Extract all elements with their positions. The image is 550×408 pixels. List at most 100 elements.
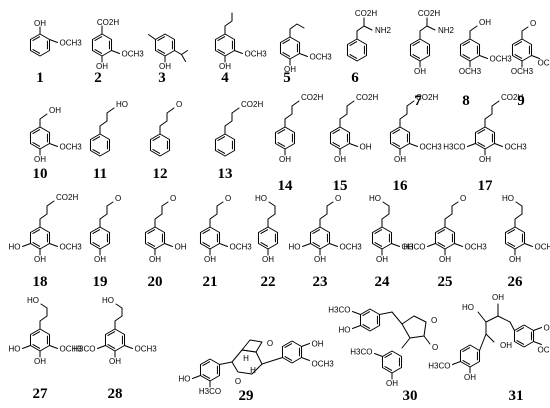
- compound-number: 19: [93, 274, 108, 290]
- atom-label: CO2H: [355, 9, 377, 18]
- atom-label: OH: [544, 324, 550, 333]
- atom-label: OH: [394, 155, 406, 164]
- atom-label: CO2H: [416, 93, 438, 102]
- compound-number: 30: [403, 388, 418, 404]
- atom-label: H3CO: [199, 387, 221, 396]
- compound-number: 18: [33, 274, 48, 290]
- compound-number: 15: [333, 178, 348, 194]
- compound-number: 22: [261, 274, 276, 290]
- atom-label: H3CO: [350, 348, 372, 357]
- atom-label: HO: [102, 296, 114, 305]
- compound-number: 12: [153, 166, 168, 182]
- compound-number: 10: [33, 166, 48, 182]
- atom-label: OCH3: [465, 243, 488, 252]
- compound-19: O OH 19: [89, 194, 121, 290]
- atom-label: OH: [500, 341, 512, 350]
- atom-label: OCH3: [511, 67, 534, 76]
- atom-label: OH: [34, 255, 46, 264]
- compound-number: 5: [283, 70, 291, 86]
- compound-9: OOCH3OCH39: [511, 19, 550, 109]
- atom-label: HO: [502, 194, 514, 203]
- atom-label: O: [335, 194, 341, 203]
- compound-number: 11: [93, 166, 107, 182]
- atom-label: HO: [116, 100, 128, 109]
- atom-label: CO2H: [97, 18, 119, 27]
- atom-label: OH: [314, 255, 326, 264]
- atom-label: OH: [509, 255, 521, 264]
- compound-number: 21: [203, 274, 218, 290]
- atom-label: O: [115, 194, 121, 203]
- atom-label: O: [176, 100, 182, 109]
- atom-label: OH: [34, 155, 46, 164]
- compound-number: 2: [94, 70, 102, 86]
- atom-label: OCH3: [505, 143, 528, 152]
- atom-label: OH: [334, 155, 346, 164]
- atom-label: OH: [479, 18, 491, 27]
- atom-label: HO: [255, 194, 267, 203]
- atom-label: OH: [94, 255, 106, 264]
- atom-label: O: [431, 316, 437, 325]
- compound-number: 24: [375, 274, 391, 290]
- atom-label: H3CO: [328, 306, 350, 315]
- atom-label: OCH3: [538, 346, 550, 355]
- compound-number: 7: [414, 93, 422, 109]
- atom-label: NH2: [375, 26, 392, 35]
- atom-label: O: [460, 194, 466, 203]
- atom-label: CO2H: [501, 93, 523, 102]
- atom-label: OH: [376, 255, 388, 264]
- atom-label: OH: [479, 155, 491, 164]
- atom-label: OH: [464, 373, 476, 382]
- compound-number: 27: [33, 386, 49, 402]
- atom-label: OH: [439, 255, 451, 264]
- atom-label: HO: [27, 296, 39, 305]
- atom-label: OH: [109, 357, 121, 366]
- atom-label: OCH3: [459, 67, 482, 76]
- atom-label: OCH3: [60, 243, 83, 252]
- atom-label: CO2H: [56, 193, 78, 202]
- compound-31: HOOHOHH3COOHOHOCH331: [428, 293, 550, 404]
- atom-label: OCH3: [535, 243, 550, 252]
- atom-label: OCH3: [312, 360, 335, 369]
- compound-number: 14: [278, 178, 294, 194]
- atom-label: HO: [8, 345, 20, 354]
- compound-11: HO 11: [89, 100, 128, 182]
- atom-label: O: [267, 339, 273, 348]
- atom-label: OH: [96, 62, 108, 71]
- atom-label: OH: [312, 340, 324, 349]
- compound-3: OH3: [147, 33, 189, 86]
- atom-label: OCH3: [135, 345, 158, 354]
- compound-number: 6: [351, 70, 359, 86]
- atom-label: OH: [262, 255, 274, 264]
- compound-number: 26: [508, 274, 524, 290]
- atom-label: HO: [8, 243, 20, 252]
- atom-label: OCH3: [490, 55, 513, 64]
- compound-number: 28: [108, 386, 123, 402]
- atom-label: H: [250, 366, 256, 375]
- atom-label: H3CO: [73, 345, 95, 354]
- atom-label: OCH3: [230, 243, 253, 252]
- atom-label: HO: [178, 375, 190, 384]
- atom-label: O: [530, 19, 536, 28]
- atom-label: OH: [34, 357, 46, 366]
- atom-label: OCH3: [60, 345, 83, 354]
- atom-label: OH: [159, 62, 171, 71]
- atom-label: H: [243, 354, 249, 363]
